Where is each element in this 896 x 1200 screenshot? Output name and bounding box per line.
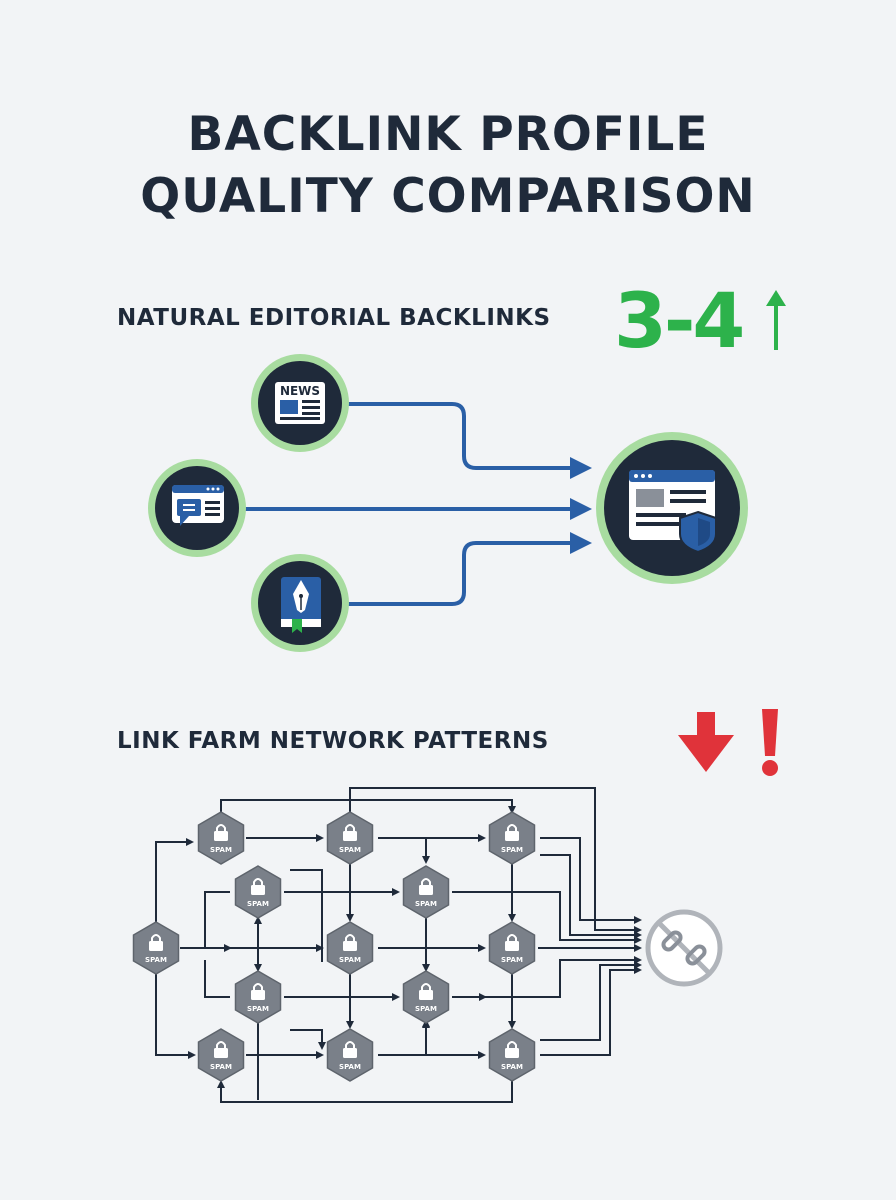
spam-node: SPAM [326, 1028, 374, 1082]
broken-link-icon [645, 909, 723, 987]
farm-link [452, 956, 642, 998]
exclamation-icon [762, 709, 778, 776]
lock-icon [251, 983, 265, 1000]
lock-icon [505, 824, 519, 841]
lock-icon [419, 878, 433, 895]
farm-link [349, 787, 642, 934]
lock-icon [343, 824, 357, 841]
spam-node-label: SPAM [501, 1063, 523, 1071]
natural-section-label: NATURAL EDITORIAL BACKLINKS [117, 305, 551, 331]
lock-icon [419, 983, 433, 1000]
spam-node-label: SPAM [339, 846, 361, 854]
spam-node-label: SPAM [247, 900, 269, 908]
shielded-website-icon [596, 432, 748, 584]
spam-node: SPAM [197, 811, 245, 865]
spam-node: SPAM [326, 921, 374, 975]
spam-node-label: SPAM [210, 1063, 232, 1071]
spam-node-label: SPAM [247, 1005, 269, 1013]
lock-icon [149, 934, 163, 951]
spam-node: SPAM [402, 970, 450, 1024]
farm-link [204, 960, 230, 998]
spam-node: SPAM [488, 921, 536, 975]
spam-node-label: SPAM [339, 956, 361, 964]
lock-icon [251, 878, 265, 895]
editorial-link-lines [240, 402, 572, 606]
spam-node-label: SPAM [145, 956, 167, 964]
lock-icon [343, 1041, 357, 1058]
blog-chat-icon [148, 459, 246, 557]
lock-icon [505, 934, 519, 951]
farm-link [540, 961, 642, 1041]
newspaper-icon: NEWS [251, 354, 349, 452]
farm-link [217, 1080, 513, 1103]
spam-node: SPAM [234, 865, 282, 919]
lock-icon [214, 1041, 228, 1058]
spam-node-label: SPAM [339, 1063, 361, 1071]
natural-ratio: 3-4 [614, 276, 745, 365]
farm-link-lines [155, 787, 642, 1103]
farm-section-label: LINK FARM NETWORK PATTERNS [117, 728, 549, 754]
arrow-down-icon [678, 712, 734, 772]
title-line-1: BACKLINK PROFILE [187, 107, 709, 162]
news-badge: NEWS [280, 384, 320, 398]
spam-node: SPAM [402, 865, 450, 919]
farm-nodes: SPAM SPAM SPAM SPAM SPAM SPAM SPAM SPAM SPAM SPAM… [132, 811, 536, 1082]
farm-link [204, 891, 230, 948]
spam-node: SPAM [197, 1028, 245, 1082]
spam-node-label: SPAM [415, 1005, 437, 1013]
spam-node-label: SPAM [210, 846, 232, 854]
spam-node: SPAM [132, 921, 180, 975]
page-title: BACKLINK PROFILE QUALITY COMPARISON [0, 104, 896, 228]
spam-node-label: SPAM [501, 846, 523, 854]
book-pen-icon [251, 554, 349, 652]
spam-node-label: SPAM [415, 900, 437, 908]
arrow-up-icon [766, 290, 786, 350]
spam-node: SPAM [488, 811, 536, 865]
spam-node-label: SPAM [501, 956, 523, 964]
editorial-link-arrowheads [570, 457, 592, 554]
farm-link [452, 891, 642, 944]
farm-link [540, 966, 642, 1056]
title-line-2: QUALITY COMPARISON [140, 169, 756, 224]
farm-link [155, 838, 194, 924]
farm-link [540, 837, 642, 924]
farm-link [290, 869, 323, 962]
spam-node: SPAM [488, 1028, 536, 1082]
spam-node: SPAM [326, 811, 374, 865]
lock-icon [343, 934, 357, 951]
farm-link [290, 1029, 326, 1050]
farm-link [155, 972, 196, 1059]
lock-icon [505, 1041, 519, 1058]
farm-link [220, 799, 516, 814]
farm-link [540, 854, 642, 939]
spam-node: SPAM [234, 970, 282, 1024]
lock-icon [214, 824, 228, 841]
